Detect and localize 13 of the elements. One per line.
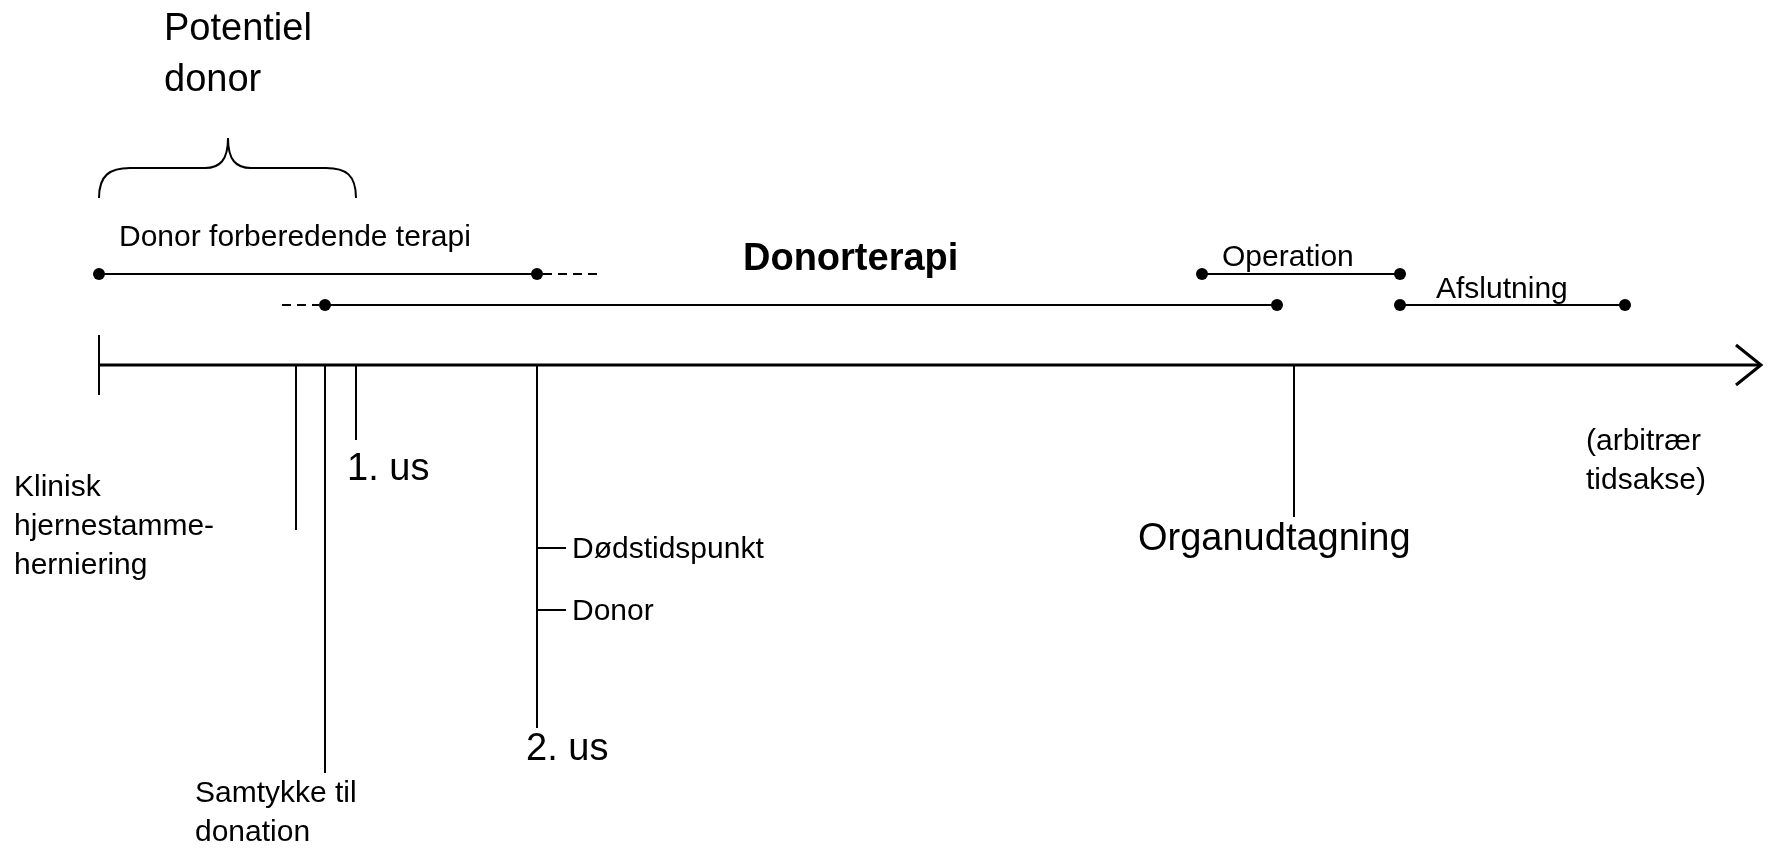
timeline-label: 2. us	[526, 725, 609, 770]
timeline-label: Donor	[572, 592, 654, 628]
timeline-label: 1. us	[347, 445, 430, 490]
timeline-label: Klinisk hjernestamme- herniering	[14, 468, 216, 582]
timeline-label: Donor forberedende terapi	[119, 218, 471, 254]
timeline-label: Organudtagning	[1138, 515, 1411, 560]
timeline-label: Dødstidspunkt	[572, 530, 764, 566]
timeline-label: Samtykke til donation	[195, 774, 358, 849]
timeline-label: (arbitrær tidsakse)	[1586, 422, 1708, 497]
diagram-title: Donorterapi	[743, 236, 959, 279]
timeline-label: Afslutning	[1436, 270, 1568, 306]
timeline-label: Operation	[1222, 238, 1354, 274]
timeline-label: Potentiel donor	[164, 5, 313, 102]
